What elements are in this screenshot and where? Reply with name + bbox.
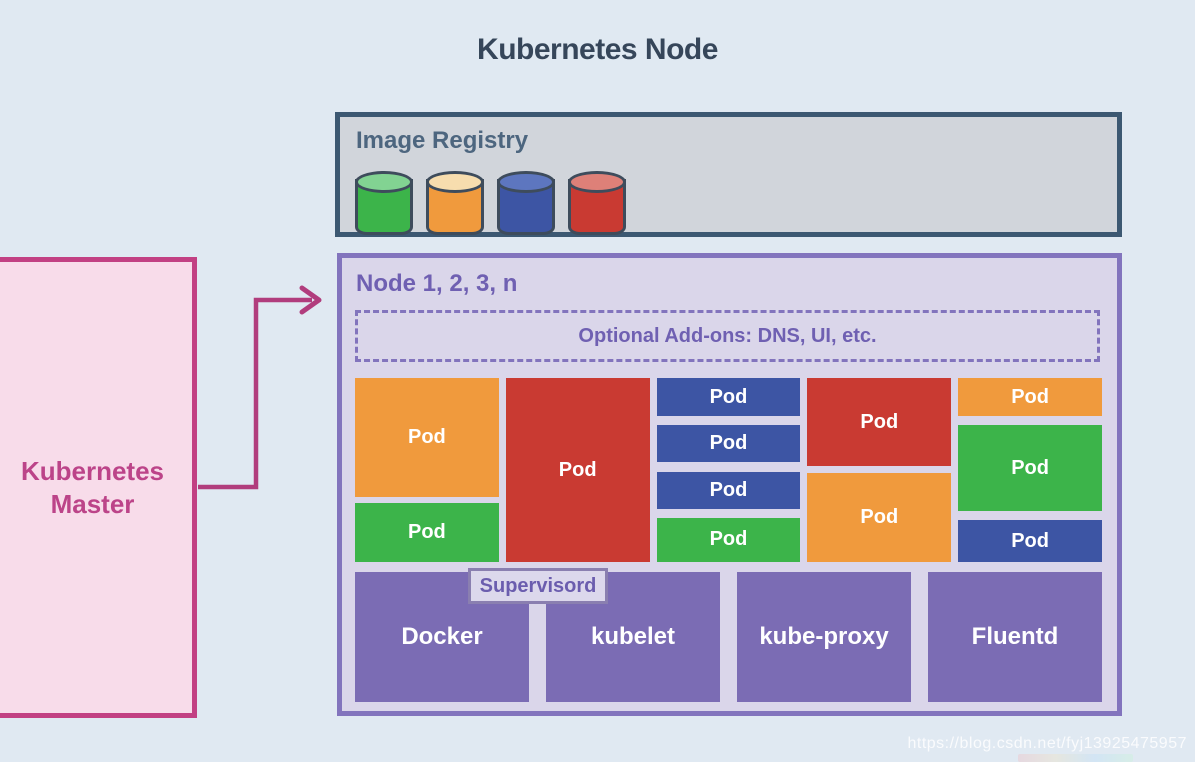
pod-red: Pod	[505, 378, 650, 562]
kubernetes-master-box: Kubernetes Master	[0, 257, 197, 718]
pod-blue: Pod	[656, 378, 801, 416]
orange-image-cylinder-top	[426, 171, 484, 193]
watermark-secondary	[1018, 754, 1133, 762]
node-box: Node 1, 2, 3, n Optional Add-ons: DNS, U…	[337, 253, 1122, 716]
pod-green: Pod	[958, 425, 1102, 511]
image-cylinders	[355, 171, 626, 235]
green-image-cylinder-icon	[355, 171, 413, 235]
supervisord-tag: Supervisord	[468, 568, 608, 604]
watermark: https://blog.csdn.net/fyj13925475957	[907, 735, 1187, 752]
pod-green: Pod	[656, 517, 801, 562]
pod-orange: Pod	[958, 378, 1102, 416]
pod-blue: Pod	[656, 425, 801, 463]
green-image-cylinder-top	[355, 171, 413, 193]
blue-image-cylinder-icon	[497, 171, 555, 235]
service-fluentd: Fluentd	[928, 572, 1102, 702]
optional-addons-box: Optional Add-ons: DNS, UI, etc.	[355, 310, 1100, 362]
blue-image-cylinder-top	[497, 171, 555, 193]
image-registry-box: Image Registry	[335, 112, 1122, 237]
pod-blue: Pod	[958, 520, 1102, 562]
optional-addons-label: Optional Add-ons: DNS, UI, etc.	[578, 324, 877, 347]
pod-green: Pod	[355, 503, 499, 562]
service-kube-proxy: kube-proxy	[737, 572, 911, 702]
orange-image-cylinder-icon	[426, 171, 484, 235]
red-image-cylinder-top	[568, 171, 626, 193]
pod-orange: Pod	[807, 473, 952, 562]
master-label-line1: Kubernetes	[20, 456, 165, 486]
node-label: Node 1, 2, 3, n	[356, 270, 518, 297]
master-label-line2: Master	[50, 488, 135, 519]
pod-orange: Pod	[355, 378, 499, 497]
kubernetes-master-label: Kubernetes Master	[21, 455, 164, 520]
red-image-cylinder-icon	[568, 171, 626, 235]
pod-red: Pod	[807, 378, 952, 466]
pod-column: Pod	[505, 378, 650, 562]
pod-blue: Pod	[656, 471, 801, 509]
supervisord-label: Supervisord	[479, 574, 597, 597]
diagram-title: Kubernetes Node	[477, 33, 718, 66]
image-registry-label: Image Registry	[356, 127, 529, 154]
